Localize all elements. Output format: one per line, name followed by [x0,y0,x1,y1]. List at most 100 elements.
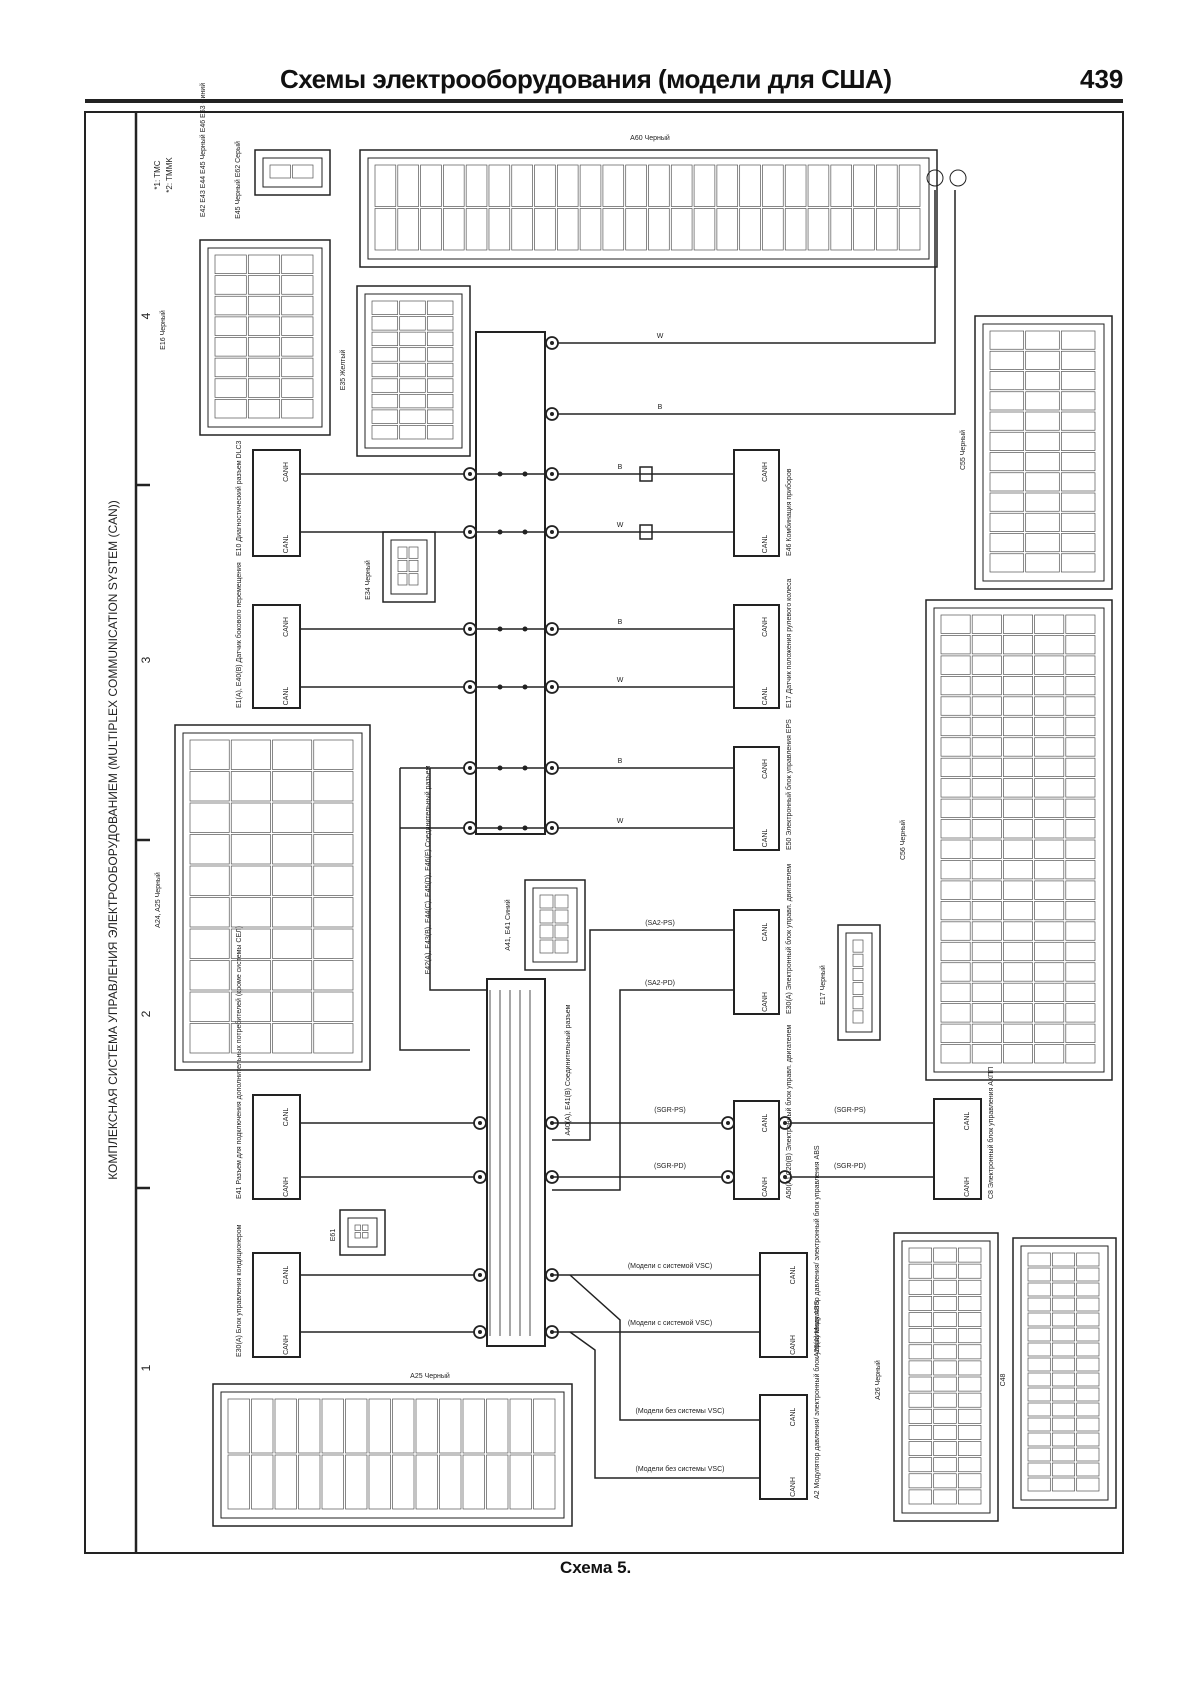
wire-label-with-vsc: (Модели с системой VSC) [628,1319,712,1327]
pin-label: CANL [790,1266,797,1285]
connector-e16-pin [247,337,281,357]
wire-label-sgr-ps: (SGR-PS) [654,1107,686,1114]
connector-c56-pin [1003,737,1033,757]
connector-c56-pin [1003,757,1033,777]
connector-c56-pin [971,982,1002,1002]
connector-e16-pin [281,378,314,398]
connector-e34-inner [390,539,428,595]
connector-label-e34: E34 Черный [364,560,372,600]
connector-e16-pin [281,254,314,274]
connector-e34-pin [397,546,408,559]
note-tmc: *1: TMC [153,160,162,189]
connector-c55-pin [1025,350,1060,370]
connector-a41-pin [539,939,554,954]
connector-a26-pin [957,1489,982,1505]
connector-e34-pin [408,559,419,573]
connector-a24-pin [189,865,230,896]
connector-a24-pin [313,897,354,928]
connector-a26-pin [957,1279,982,1295]
connector-a60-pin [762,208,784,251]
connector-label-e61: E61 [330,1229,337,1242]
connector-a26-pin [933,1312,957,1327]
inline-connector [639,466,653,482]
connector-a60-pin [420,208,442,251]
connector-c55-pin [989,350,1025,370]
connector-a60-pin [556,164,579,207]
connector-c55-pin [1060,492,1096,512]
connector-e16-pin [214,337,247,357]
connector-a24-pin [272,802,313,833]
connector-a26-pin [908,1425,933,1440]
wire-color-label: B [618,464,623,471]
connector-c56-pin [1065,880,1096,900]
connector-label-c56: C56 Черный [899,820,907,860]
connector-c55-pin [1060,371,1096,391]
connector-label-a60: A60 Черный [630,134,670,142]
component-label-yaw: E1(A), E40(B) Датчик бокового перемещени… [235,562,243,708]
connector-a60-pin [579,208,602,251]
wire-a60-w [552,190,936,344]
wire-color-label: W [617,522,624,529]
connector-c55-pin [1025,452,1060,472]
connector-c48-pin [1076,1387,1100,1402]
connector-a24-pin [313,802,354,833]
pin-label: CANH [762,1177,769,1197]
connector-a26-pin [933,1473,957,1489]
connector-label-a24: A24, A25 Черный [154,872,162,928]
connector-c56-pin [1065,819,1096,839]
connector-c56-pin [1065,798,1096,818]
connector-e35-pin [399,393,426,409]
connector-c56-pin [940,676,971,696]
connector-c55-pin [1060,411,1096,431]
connector-c55-pin [989,371,1025,391]
connector-c48-pin [1051,1447,1076,1462]
terminal-dot [468,530,472,534]
connector-c56-pin [971,635,1002,655]
connector-c55-pin [1025,411,1060,431]
connector-e16-pin [214,295,247,316]
connector-a26-pin [957,1296,982,1311]
connector-c48-pin [1051,1462,1076,1477]
connector-c56 [925,599,1113,1081]
connector-c48-pin [1076,1462,1100,1477]
connector-e16-pin [281,337,314,357]
connector-c56-pin [940,716,971,737]
pin-label: CANL [762,923,769,942]
connector-a25-pin [415,1454,438,1510]
connector-e17-pin [852,967,864,981]
connector-a25-pin [368,1398,391,1454]
connector-c48-pin [1027,1447,1051,1462]
connector-a60-pin [648,208,670,251]
pin-label: CANL [762,535,769,554]
connector-a24 [174,724,371,1071]
connector-a26-pin [957,1360,982,1376]
connector-a26-pin [933,1296,957,1311]
connector-c48-pin [1027,1267,1051,1282]
connector-c56-pin [1003,635,1033,655]
connector-a25-pin [298,1398,321,1454]
connector-c56-pin [1065,962,1096,982]
connector-a60-pin [420,164,442,207]
connector-a26-pin [957,1392,982,1408]
pin-label: CANH [762,759,769,779]
connector-a24-pin [313,960,354,991]
connector-a41-pin [539,894,554,909]
connector-e35-pin [399,362,426,378]
connector-a24-pin [272,897,313,928]
connector-c56-pin [1034,614,1065,634]
connector-c56-pin [1034,716,1065,737]
connector-a24-pin [230,928,271,959]
connector-label-e35: E35 Желтый [339,350,347,391]
page-number: 439 [1080,64,1124,94]
connector-a24-pin [189,928,230,959]
pin-label: CANL [762,1114,769,1133]
connector-a24-pin [189,739,230,770]
terminal-dot [550,766,554,770]
connector-a60-pin [579,164,602,207]
connector-a24-pin [230,1023,271,1054]
connector-e16-pin [214,378,247,398]
connector-c56-pin [1034,839,1065,859]
component-ac [252,1252,301,1358]
connector-c55-pin [1025,533,1060,553]
component-dlc3 [252,449,301,557]
